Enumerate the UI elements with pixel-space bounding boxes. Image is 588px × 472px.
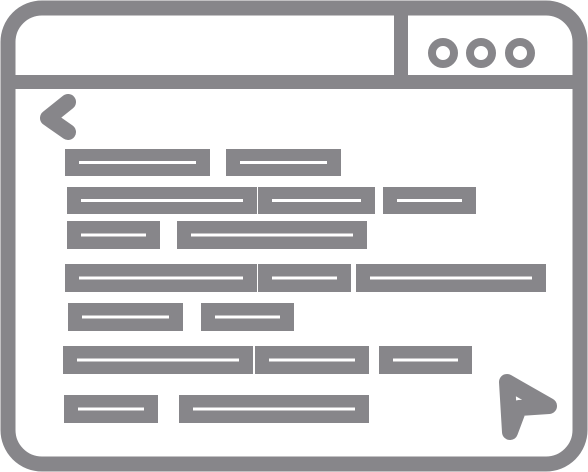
window-control-dot[interactable]: [466, 38, 496, 68]
three-dots-icon[interactable]: [428, 38, 535, 68]
window-control-dot[interactable]: [428, 38, 458, 68]
cursor-arrow-outline: [499, 374, 557, 440]
window-control-dot[interactable]: [505, 38, 535, 68]
chevron-left-icon[interactable]: [40, 94, 76, 140]
cursor-arrow-icon: [499, 374, 557, 440]
content-blocks: [63, 149, 546, 423]
